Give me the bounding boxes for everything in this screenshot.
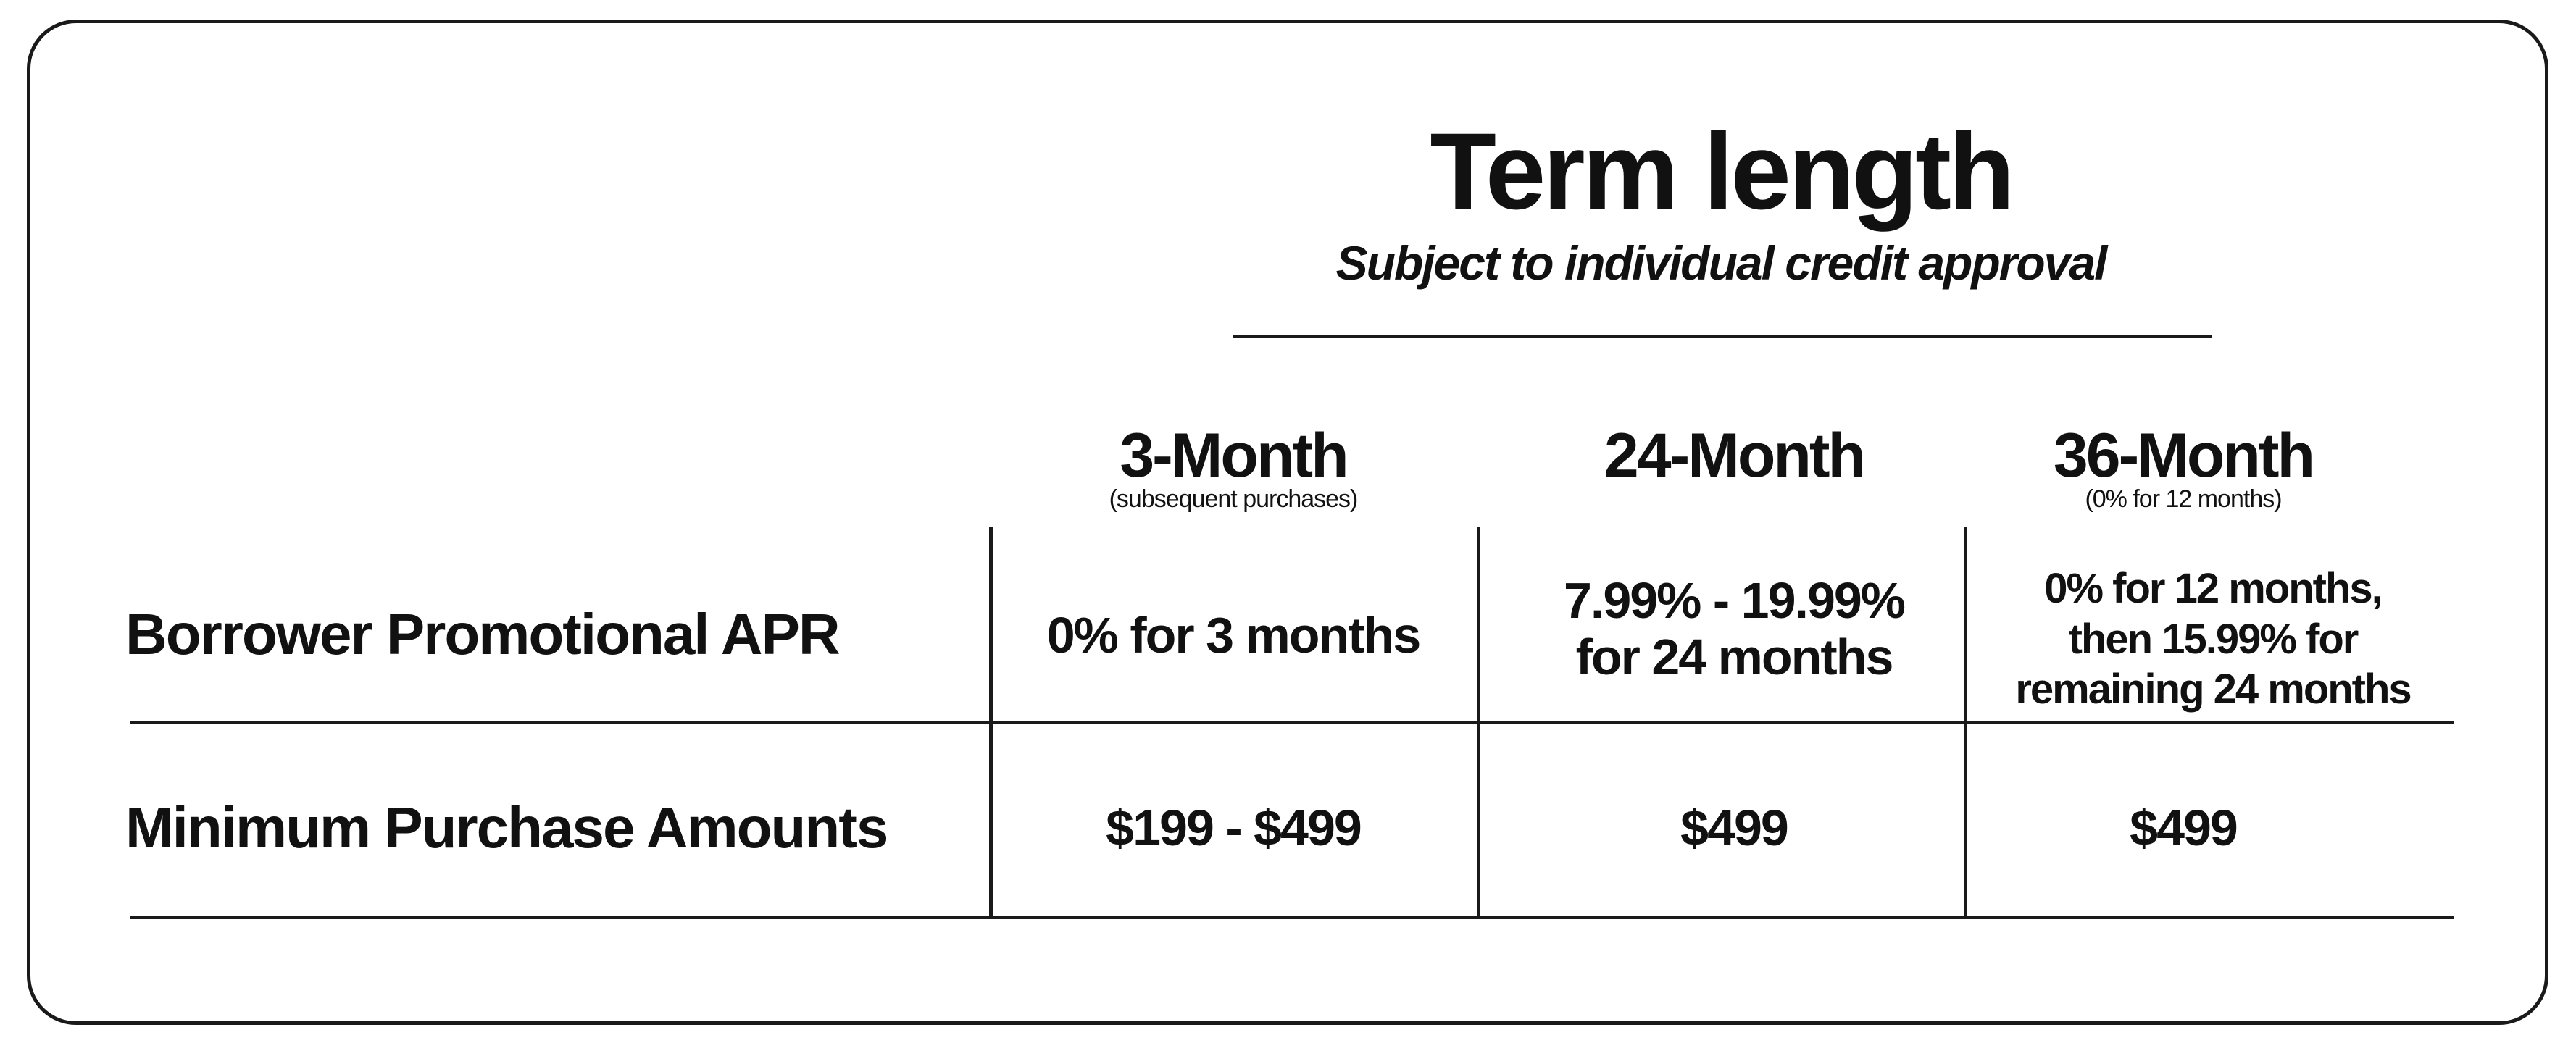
- table-cell: $499: [1680, 800, 1789, 856]
- cell-line: 0% for 3 months: [1046, 607, 1422, 663]
- row-label-apr: Borrower Promotional APR: [125, 602, 841, 666]
- table-cell: 0% for 12 months, then 15.99% for remain…: [2015, 564, 2412, 715]
- card-frame: [27, 20, 2548, 1025]
- cell-line: $199 - $499: [1106, 800, 1362, 856]
- table-cell: $499: [2130, 800, 2238, 856]
- column-note-3-month: (subsequent purchases): [1109, 485, 1359, 513]
- table-cell: $199 - $499: [1106, 800, 1362, 856]
- column-note-36-month: (0% for 12 months): [2085, 485, 2282, 513]
- column-header-24-month: 24-Month: [1604, 421, 1866, 490]
- cell-line: $499: [2130, 800, 2238, 856]
- title-divider: [1233, 335, 2212, 338]
- cell-line: remaining 24 months: [2015, 666, 2412, 713]
- cell-line: $499: [1680, 800, 1789, 856]
- row-divider: [130, 721, 2454, 724]
- column-header-36-month: 36-Month: [2053, 421, 2315, 490]
- page-subtitle: Subject to individual credit approval: [1335, 236, 2108, 290]
- table-cell: 0% for 3 months: [1046, 607, 1422, 663]
- row-divider: [130, 916, 2454, 919]
- column-header-3-month: 3-Month: [1120, 421, 1349, 490]
- cell-line: 0% for 12 months,: [2044, 565, 2383, 612]
- cell-line: for 24 months: [1575, 629, 1894, 686]
- cell-line: then 15.99% for: [2068, 615, 2359, 663]
- table-cell: 7.99% - 19.99% for 24 months: [1563, 572, 1906, 686]
- row-label-minimum-purchase: Minimum Purchase Amounts: [125, 795, 888, 860]
- cell-line: 7.99% - 19.99%: [1563, 572, 1906, 629]
- page-title: Term length: [1430, 110, 2014, 232]
